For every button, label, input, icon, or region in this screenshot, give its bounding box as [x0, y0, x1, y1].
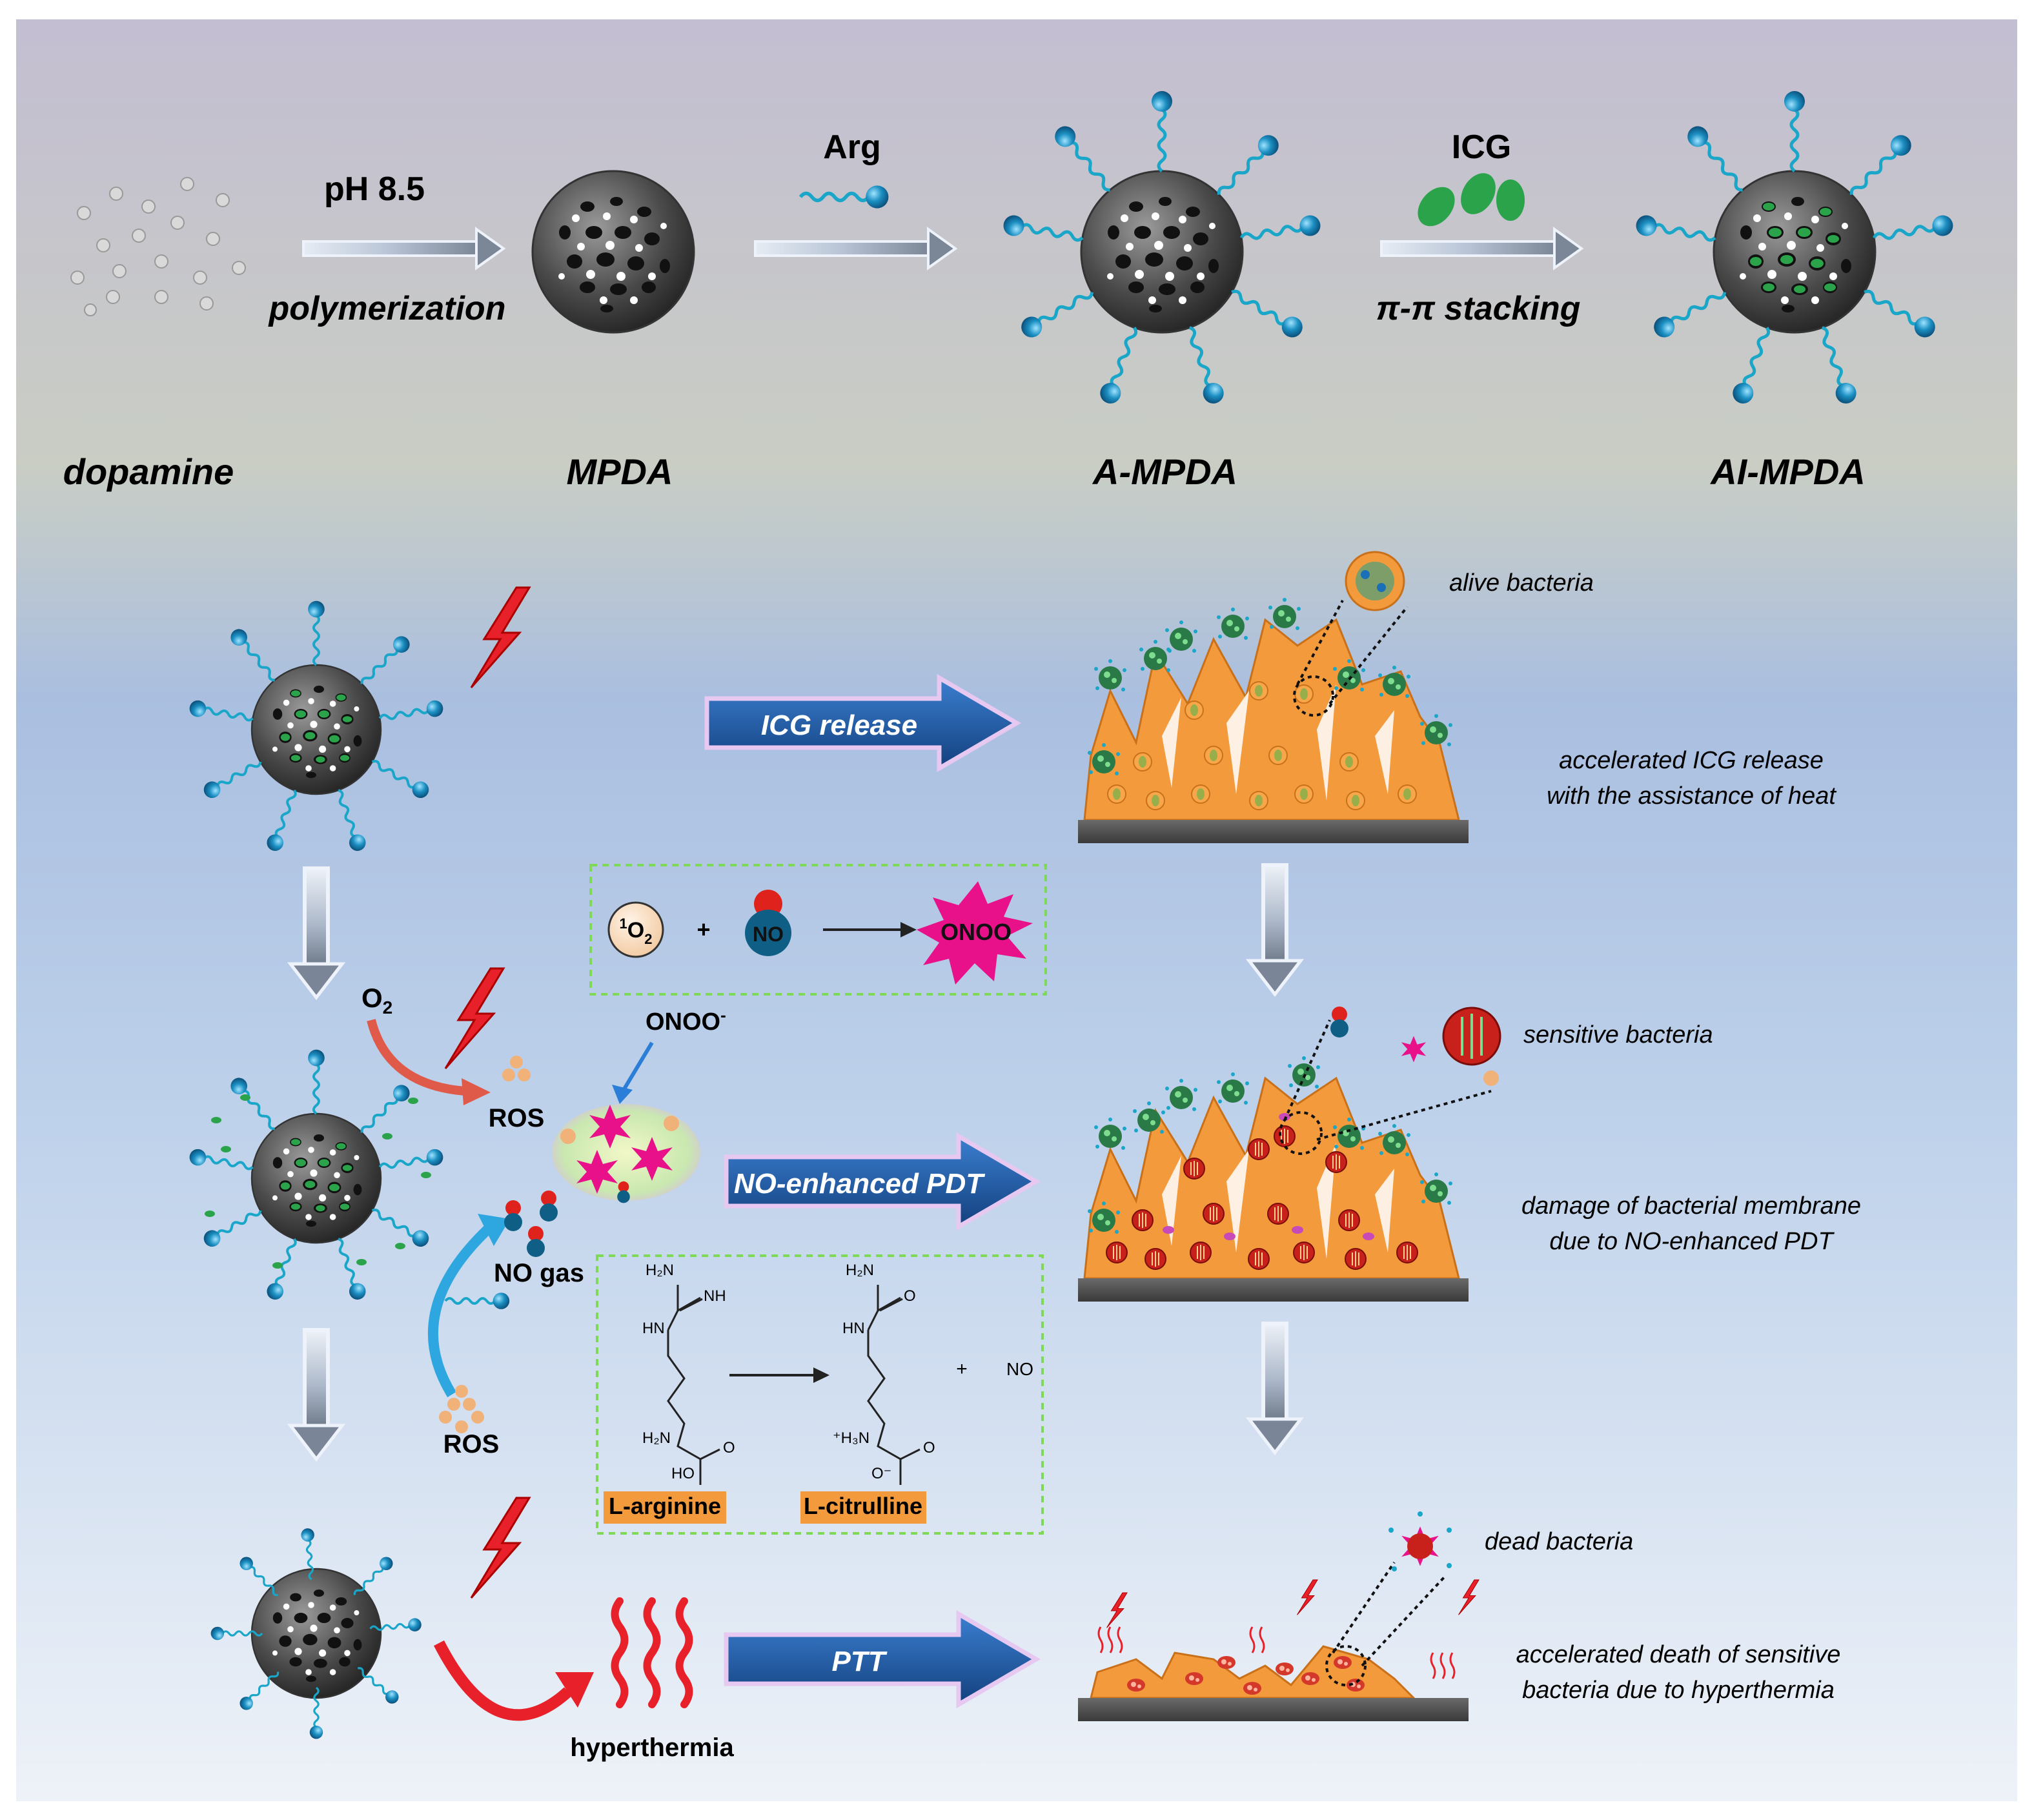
l-arginine-label-bg — [604, 1491, 726, 1524]
onoo-callout-label: ONOO- — [646, 1005, 726, 1036]
sensitive-bacteria-label: sensitive bacteria — [1523, 1021, 1713, 1048]
release-note-line2: with the assistance of heat — [1547, 782, 1836, 810]
chem-no: NO — [1006, 1359, 1033, 1379]
cit-atom-o: O — [904, 1287, 916, 1305]
synthesis-row: pH 8.5 polymerization Arg ICG π-π stacki… — [63, 91, 1955, 492]
label-dopamine: dopamine — [63, 451, 234, 492]
cit-atom-h3n: ⁺H₃N — [833, 1429, 870, 1447]
arg-to-no-arrow — [428, 1223, 494, 1398]
no-nitrogen-atom — [745, 910, 791, 956]
arg-atom-nh: NH — [704, 1287, 726, 1305]
l-citrulline-structure — [867, 1285, 920, 1485]
death-note-line1: accelerated death of sensitive — [1516, 1641, 1841, 1668]
onoo-starburst — [917, 881, 1033, 985]
cit-atom-o-minus: O⁻ — [871, 1465, 891, 1482]
l-citrulline-label: L-citrulline — [804, 1493, 922, 1519]
o2-label: O2 — [361, 983, 392, 1017]
mechanism-left-column: O2 ROS NO gas ROS — [188, 586, 734, 1762]
arg-atom-oh: HO — [671, 1465, 695, 1482]
arrow-no-enhanced-pdt-label: NO-enhanced PDT — [734, 1168, 985, 1200]
biofilm-alive — [1078, 551, 1469, 843]
reaction-plus: + — [697, 916, 710, 943]
label-a-mpda: A-MPDA — [1092, 451, 1237, 492]
reaction-no-label: NO — [753, 923, 784, 946]
arg-atom-nh2: H₂N — [642, 1429, 671, 1447]
dopamine-monomers — [70, 177, 246, 316]
ros-label-top: ROS — [489, 1104, 545, 1132]
step1-process: polymerization — [268, 290, 506, 327]
heat-curve-arrow — [433, 1640, 573, 1721]
o2-to-ros-arrow — [367, 1019, 465, 1096]
arg-atom-o: O — [723, 1439, 735, 1457]
l-citrulline-label-bg — [800, 1491, 926, 1524]
l-arginine-structure — [667, 1285, 720, 1485]
chemistry-box — [596, 1254, 1044, 1535]
step3-reagent: ICG — [1452, 128, 1511, 166]
mpda-particle — [533, 171, 694, 332]
arrow-icg-release-label: ICG release — [761, 710, 917, 741]
biofilm-sensitive — [1078, 1007, 1501, 1302]
mechanism-right-column: alive bacteria accelerated ICG release w… — [1078, 551, 1861, 1721]
death-note-line2: bacteria due to hyperthermia — [1522, 1677, 1835, 1704]
alive-bacteria-label: alive bacteria — [1449, 569, 1594, 597]
ros-cluster-bottom-extra — [439, 1411, 484, 1433]
mechanism-middle-column: ICG release NO-enhanced PDT PTT 1O2 + NO… — [552, 678, 1047, 1704]
ros-label-bottom: ROS — [443, 1430, 500, 1458]
cit-atom-o: O — [923, 1439, 935, 1457]
chem-plus: + — [956, 1358, 968, 1380]
singlet-oxygen-label: 1O2 — [620, 915, 653, 947]
released-icg-dots — [205, 1094, 431, 1269]
label-mpda: MPDA — [567, 451, 673, 492]
step1-condition: pH 8.5 — [324, 170, 425, 208]
diagram-background — [16, 19, 2017, 1801]
arrow-ptt-label: PTT — [831, 1646, 887, 1677]
damage-note-line2: due to NO-enhanced PDT — [1549, 1228, 1835, 1255]
singlet-oxygen-icon — [607, 901, 664, 958]
cit-atom-hn: HN — [842, 1320, 865, 1337]
onoo-pointer-arrow — [621, 1041, 654, 1092]
biofilm-dead — [1078, 1511, 1480, 1721]
label-ai-mpda: AI-MPDA — [1709, 451, 1866, 492]
cit-atom-h2n: H₂N — [846, 1262, 874, 1279]
icg-molecules-icon — [1418, 173, 1525, 227]
damage-note-line1: damage of bacterial membrane — [1521, 1192, 1861, 1220]
arg-atom-hn: HN — [642, 1320, 665, 1337]
hyperthermia-label: hyperthermia — [570, 1733, 734, 1762]
step2-reagent: Arg — [823, 128, 881, 166]
reaction-box — [589, 864, 1047, 996]
dead-bacteria-label: dead bacteria — [1485, 1528, 1633, 1555]
step3-process: π-π stacking — [1376, 290, 1581, 327]
no-gas-label: NO gas — [494, 1259, 584, 1287]
arg-atom-h2n: H₂N — [646, 1262, 674, 1279]
release-note-line1: accelerated ICG release — [1559, 747, 1824, 774]
l-arginine-label: L-arginine — [609, 1493, 721, 1519]
reaction-product-label: ONOO — [941, 919, 1012, 945]
